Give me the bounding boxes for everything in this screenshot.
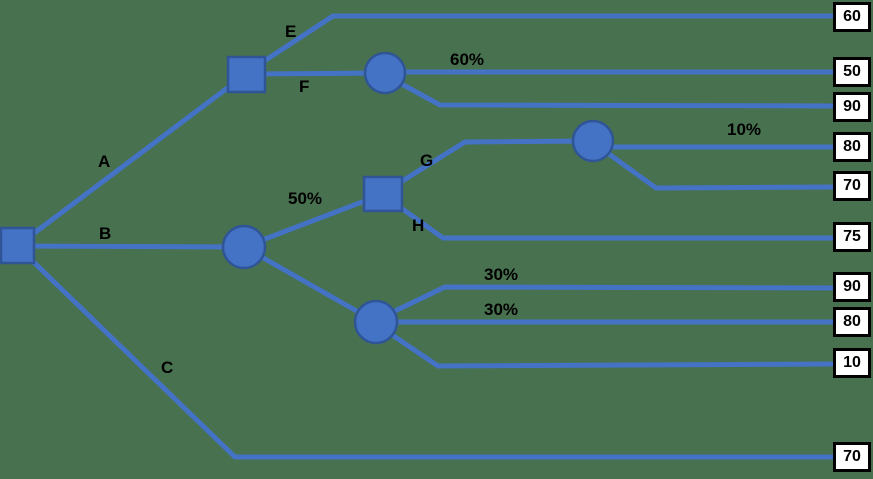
terminal-box-5: 70	[833, 171, 871, 201]
terminal-box-3: 90	[833, 92, 871, 122]
edge-branch-f	[245, 70, 386, 77]
probability-label-30pct-top: 30%	[484, 265, 519, 284]
chance-node-lower	[353, 299, 399, 345]
terminal-box-1: 60	[833, 2, 871, 32]
terminal-box-8: 80	[833, 307, 871, 337]
terminal-box-10: 70	[833, 442, 871, 472]
branch-label-g: G	[420, 151, 434, 170]
probability-label-10pct: 10%	[727, 120, 762, 139]
edge-branch-c	[15, 244, 840, 460]
terminal-box-6: 75	[833, 222, 871, 252]
branch-label-h: H	[412, 216, 425, 235]
probability-label-50pct: 50%	[288, 189, 323, 208]
edge-chance-to-10	[374, 321, 841, 369]
chance-node-f	[363, 51, 407, 95]
edge-f-to-90	[385, 73, 841, 109]
chance-node-b	[221, 224, 267, 270]
edge-branch-b	[16, 243, 245, 250]
edge-branch-e	[244, 13, 840, 76]
probability-label-30pct-mid: 30%	[484, 300, 519, 319]
root-decision-node	[0, 226, 36, 265]
edge-g-to-70	[593, 141, 841, 191]
edge-b-to-decision	[243, 191, 384, 250]
terminal-box-2: 50	[833, 57, 871, 87]
probability-label-60pct: 60%	[450, 50, 485, 69]
branch-label-b: B	[99, 224, 112, 243]
branch-label-a: A	[98, 152, 111, 171]
terminal-box-7: 90	[833, 272, 871, 302]
edge-branch-h	[381, 192, 840, 241]
chance-node-g	[571, 119, 615, 163]
edge-branch-a	[15, 72, 248, 248]
edge-branch-g	[381, 138, 594, 196]
branch-label-f: F	[299, 77, 310, 96]
terminal-box-4: 80	[833, 132, 871, 162]
edge-b-to-chance	[242, 244, 378, 325]
edge-chance-to-90	[374, 284, 841, 323]
terminal-box-9: 10	[833, 348, 871, 378]
branch-label-e: E	[285, 22, 297, 41]
branch-label-c: C	[161, 358, 174, 377]
decision-node-middle	[362, 175, 404, 213]
decision-node-top	[226, 55, 267, 94]
